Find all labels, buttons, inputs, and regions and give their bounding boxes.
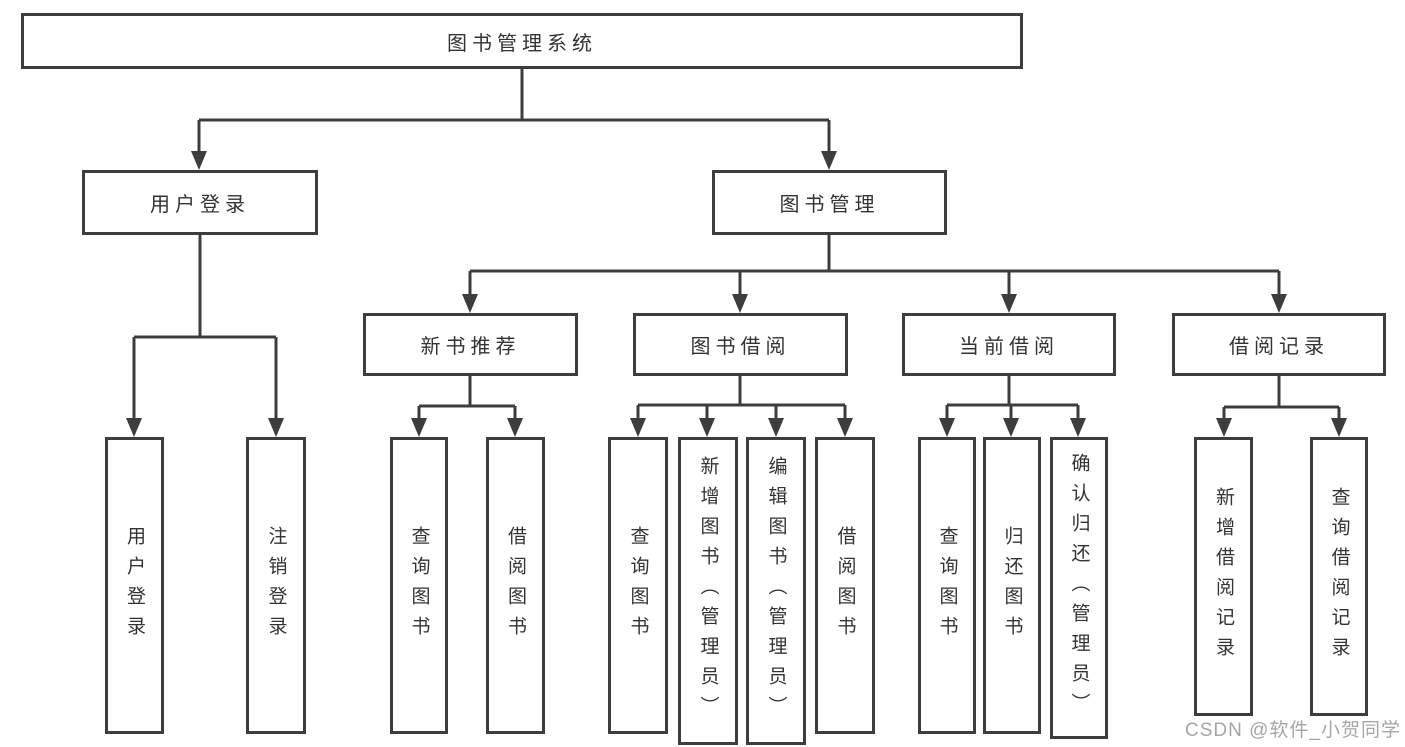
arrow-leaf-2: [411, 418, 427, 437]
node-leaf-logout: 注销登录: [246, 437, 306, 734]
node-label: 查询图书: [408, 525, 430, 646]
edge-borrow-records-bus: [1222, 376, 1341, 419]
node-label: 查询图书: [936, 525, 958, 646]
node-leaf-query-borrow-record: 查询借阅记录: [1310, 437, 1368, 716]
node-leaf-query-books-current: 查询图书: [918, 437, 976, 734]
arrow-leaf-6: [768, 418, 784, 437]
csdn-watermark: CSDN @软件_小贺同学: [1185, 720, 1401, 741]
arrow-leaf-3: [507, 418, 523, 437]
node-label: 新增图书（管理员）: [697, 456, 719, 726]
edge-book-borrow-bus: [636, 376, 847, 419]
edge-root-bus: [197, 69, 831, 152]
node-book-management: 图书管理: [712, 170, 947, 235]
node-label: 查询图书: [627, 525, 649, 646]
node-leaf-borrow-books-recommend: 借阅图书: [486, 437, 545, 734]
node-book-borrow: 图书借阅: [633, 313, 848, 376]
node-root-library-system: 图书管理系统: [21, 13, 1023, 69]
node-leaf-confirm-return-admin: 确认归还（管理员）: [1050, 437, 1108, 739]
arrow-leaf-5: [699, 418, 715, 437]
node-label: 新书推荐: [420, 336, 521, 358]
node-label: 当前借阅: [959, 336, 1059, 358]
node-label: 注销登录: [265, 525, 287, 646]
arrow-to-new-book-recommend: [462, 294, 478, 313]
node-label: 查询借阅记录: [1328, 486, 1350, 667]
node-label: 编辑图书（管理员）: [765, 456, 787, 726]
node-borrow-records: 借阅记录: [1172, 313, 1386, 376]
edge-user-login-bus: [132, 235, 278, 419]
node-leaf-add-book-admin: 新增图书（管理员）: [678, 437, 738, 745]
node-label: 图书借阅: [690, 336, 791, 358]
edge-book-management-bus: [468, 235, 1281, 295]
arrow-leaf-12: [1331, 418, 1347, 437]
node-label: 确认归还（管理员）: [1068, 453, 1090, 723]
node-leaf-user-login: 用户登录: [105, 437, 164, 734]
arrow-leaf-7: [837, 418, 853, 437]
node-label: 图书管理: [779, 194, 880, 216]
node-user-login: 用户登录: [82, 170, 318, 235]
node-label: 借阅图书: [505, 525, 526, 646]
arrow-leaf-0: [126, 418, 142, 437]
arrow-leaf-1: [268, 418, 284, 437]
node-leaf-add-borrow-record: 新增借阅记录: [1194, 437, 1253, 716]
node-leaf-query-books-borrow: 查询图书: [608, 437, 668, 734]
arrow-leaf-4: [630, 418, 646, 437]
node-leaf-return-book: 归还图书: [983, 437, 1041, 734]
node-label: 归还图书: [1001, 525, 1023, 646]
node-label: 借阅记录: [1229, 336, 1329, 358]
node-current-borrow: 当前借阅: [902, 313, 1116, 376]
arrow-leaf-8: [939, 418, 955, 437]
edge-new-book-bus: [417, 376, 517, 419]
arrow-to-book-management: [821, 151, 837, 170]
node-label: 用户登录: [124, 525, 145, 646]
edge-current-borrow-bus: [945, 376, 1080, 419]
arrow-leaf-9: [1003, 418, 1019, 437]
arrow-to-borrow-records: [1271, 294, 1287, 313]
node-label: 借阅图书: [834, 525, 856, 646]
arrowheads: [126, 151, 1347, 437]
node-leaf-borrow-books: 借阅图书: [815, 437, 875, 734]
arrow-leaf-10: [1070, 418, 1086, 437]
arrow-to-current-borrow: [1001, 294, 1017, 313]
node-label: 用户登录: [150, 194, 250, 216]
node-leaf-edit-book-admin: 编辑图书（管理员）: [746, 437, 806, 745]
node-leaf-query-books-recommend: 查询图书: [390, 437, 448, 734]
arrow-to-book-borrow: [732, 294, 748, 313]
arrow-to-user-login: [191, 151, 207, 170]
node-new-book-recommend: 新书推荐: [363, 313, 578, 376]
arrow-leaf-11: [1216, 418, 1232, 437]
node-label: 图书管理系统: [447, 32, 597, 55]
node-label: 新增借阅记录: [1213, 486, 1234, 667]
